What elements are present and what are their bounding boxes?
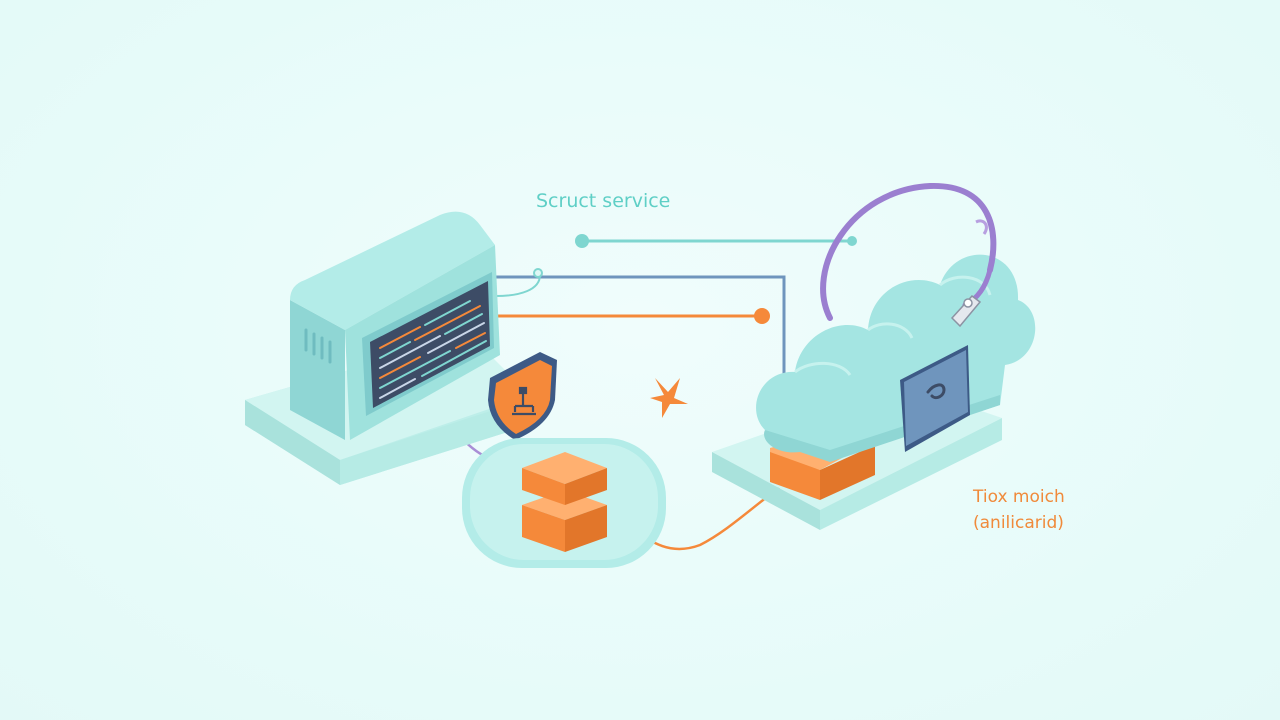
cloud-caption-line2: (anilicarid) (973, 513, 1064, 533)
terminal-vents (304, 328, 332, 364)
cloud-platform-right (820, 418, 1002, 530)
cloud-base-left (770, 452, 820, 500)
blue-junction-dot (533, 268, 543, 278)
computer-terminal-icon (245, 211, 530, 485)
cloud-device-glyph (926, 383, 946, 400)
cube-top-top (522, 452, 607, 484)
cloud-icon (712, 254, 1036, 530)
blue-small-loop (495, 274, 541, 297)
cube-bottom-right (565, 505, 607, 552)
headset-cable-icon (820, 182, 997, 328)
terminal-housing-side (290, 300, 345, 440)
terminal-code-lines (379, 300, 487, 399)
service-label: Scruct service (536, 190, 671, 212)
headset-band (820, 182, 997, 321)
terminal-platform-edge-right (340, 398, 530, 485)
cloud-platform-left (712, 452, 820, 530)
orange-star-icon (650, 378, 688, 418)
headset-cord (975, 219, 988, 235)
cube-top-right (565, 468, 607, 505)
cloud-base-right (820, 445, 875, 500)
blue-connector-line (496, 275, 786, 375)
cube-top-left (522, 468, 565, 505)
terminal-screen (370, 281, 490, 408)
terminal-housing-top (290, 211, 495, 330)
cube-bottom-left (522, 505, 565, 552)
cloud-caption: Tiox moich (anilicarid) (973, 484, 1065, 536)
shield-network-icon (488, 352, 557, 440)
teal-connector-end-dot (847, 236, 857, 246)
terminal-platform-edge (245, 400, 340, 485)
orange-connector-end-dot (754, 308, 770, 324)
shield-network-glyph (512, 386, 536, 416)
headset-clip (950, 294, 982, 328)
teal-connector-start-dot (575, 234, 589, 248)
orange-cube-stack-icon (462, 438, 666, 568)
cloud-caption-line1: Tiox moich (973, 487, 1065, 507)
